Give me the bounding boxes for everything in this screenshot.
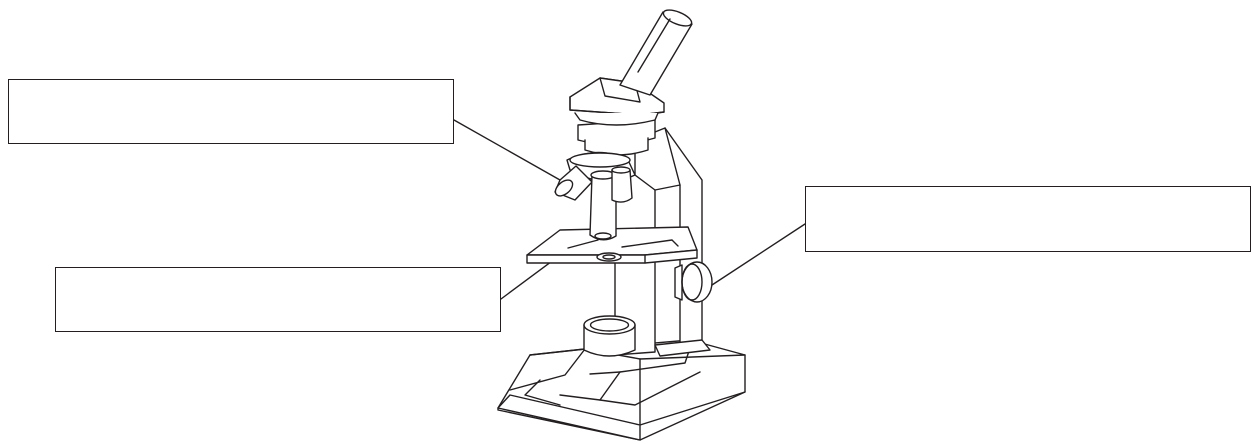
lamp	[583, 315, 636, 357]
microscope-base	[497, 339, 746, 441]
leader-line-focus	[711, 223, 806, 286]
objective-lenses	[554, 165, 633, 241]
focus-knob-label-box[interactable]	[805, 186, 1251, 252]
leader-line-objective	[453, 119, 561, 181]
stage	[526, 226, 698, 264]
stage-label-box[interactable]	[55, 267, 501, 332]
objective-lens-label-box[interactable]	[8, 79, 454, 144]
focus-knob	[674, 261, 713, 303]
eyepiece	[619, 9, 693, 96]
